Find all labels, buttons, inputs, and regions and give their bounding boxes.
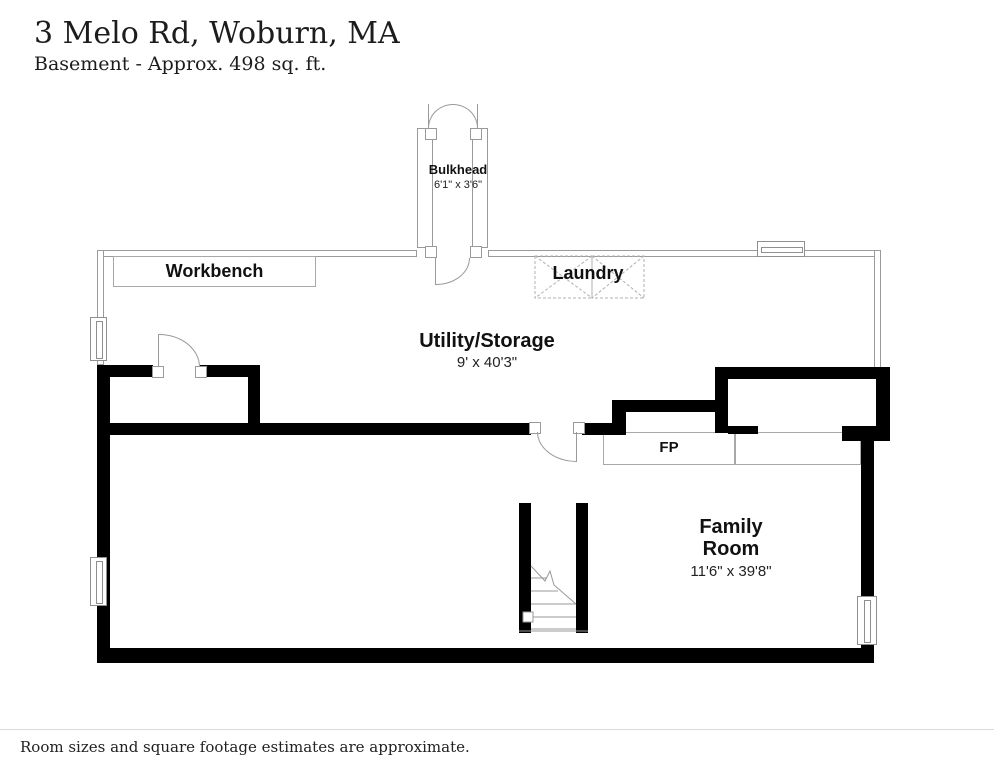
footer-disclaimer: Room sizes and square footage estimates …: [20, 738, 470, 756]
closet-wall-right: [248, 377, 260, 423]
family-room-label-line2: Room: [702, 538, 760, 561]
wall-bottom: [97, 648, 874, 663]
window-left-upper: [90, 317, 107, 361]
window-left-lower-glass: [96, 561, 103, 604]
bulkhead-bottom-jamb-left: [425, 246, 437, 258]
bulkhead-bottom-jamb-right: [470, 246, 482, 258]
stair-wall-right: [576, 503, 588, 633]
closet-door-jamb-left: [152, 366, 164, 378]
window-right-glass: [864, 600, 871, 643]
utility-storage-room: Utility/Storage 9' x 40'3": [387, 330, 587, 371]
bulkhead-door-swing-right: [453, 104, 478, 128]
closet-wall-top-right: [200, 365, 260, 377]
chimney-wall-left: [715, 367, 728, 433]
bulkhead-entry-door-leaf: [435, 258, 436, 285]
closet-wall-top-left: [97, 365, 153, 377]
exterior-wall-left-thin: [97, 250, 104, 365]
closet-door-swing: [159, 334, 200, 367]
bulkhead-top-jamb-left: [425, 128, 437, 140]
family-room: Family Room 11'6" x 39'8": [631, 516, 831, 580]
bulkhead-room-label: Bulkhead: [428, 162, 488, 177]
family-room-dims: 11'6" x 39'8": [690, 562, 772, 580]
window-top-glass: [761, 247, 803, 253]
window-right: [857, 596, 877, 645]
bulkhead-entry-door-swing: [436, 258, 470, 285]
bulkhead-door-leaf-right: [477, 104, 478, 128]
window-left-upper-glass: [96, 321, 103, 359]
chimney-wall-top: [715, 367, 890, 379]
family-door-jamb-left: [529, 422, 541, 434]
exterior-wall-right-thin: [874, 250, 881, 368]
hearth-box-right: [735, 432, 861, 465]
workbench-label: Workbench: [165, 261, 264, 282]
chimney-stub-left: [728, 426, 758, 434]
chimney-wall-right: [876, 367, 890, 441]
laundry-appliances-icon: [534, 255, 645, 299]
stairs-icon: [519, 565, 588, 632]
window-top: [757, 241, 805, 257]
fireplace-front-wall: [612, 400, 717, 412]
bulkhead-room-dims: 6'1" x 3'6": [433, 178, 483, 191]
laundry-label: Laundry: [552, 263, 624, 283]
workbench-box: Workbench: [113, 256, 316, 287]
fireplace-box: FP: [603, 432, 735, 465]
bulkhead-door-leaf-left: [428, 104, 429, 128]
footer-divider: [0, 729, 994, 730]
closet-door-jamb-right: [195, 366, 207, 378]
page-subtitle: Basement - Approx. 498 sq. ft.: [34, 53, 327, 75]
utility-storage-dims: 9' x 40'3": [456, 354, 518, 372]
chimney-stub-right: [842, 426, 876, 441]
stair-wall-left: [519, 503, 531, 633]
fireplace-label: FP: [659, 439, 679, 457]
plan-header: 3 Melo Rd, Woburn, MA Basement - Approx.…: [34, 16, 400, 75]
wall-left: [97, 365, 110, 650]
bulkhead-door-swing-left: [428, 104, 453, 128]
utility-storage-label: Utility/Storage: [419, 330, 555, 352]
wall-interior-long: [108, 423, 531, 435]
family-room-label-line1: Family: [699, 516, 763, 538]
family-door-jamb-right: [573, 422, 585, 434]
closet-door-leaf: [158, 334, 159, 367]
family-door-swing: [537, 432, 577, 462]
page-title: 3 Melo Rd, Woburn, MA: [34, 16, 400, 51]
window-left-lower: [90, 557, 107, 606]
bulkhead-room: Bulkhead 6'1" x 3'6": [403, 162, 513, 191]
bulkhead-top-jamb-right: [470, 128, 482, 140]
